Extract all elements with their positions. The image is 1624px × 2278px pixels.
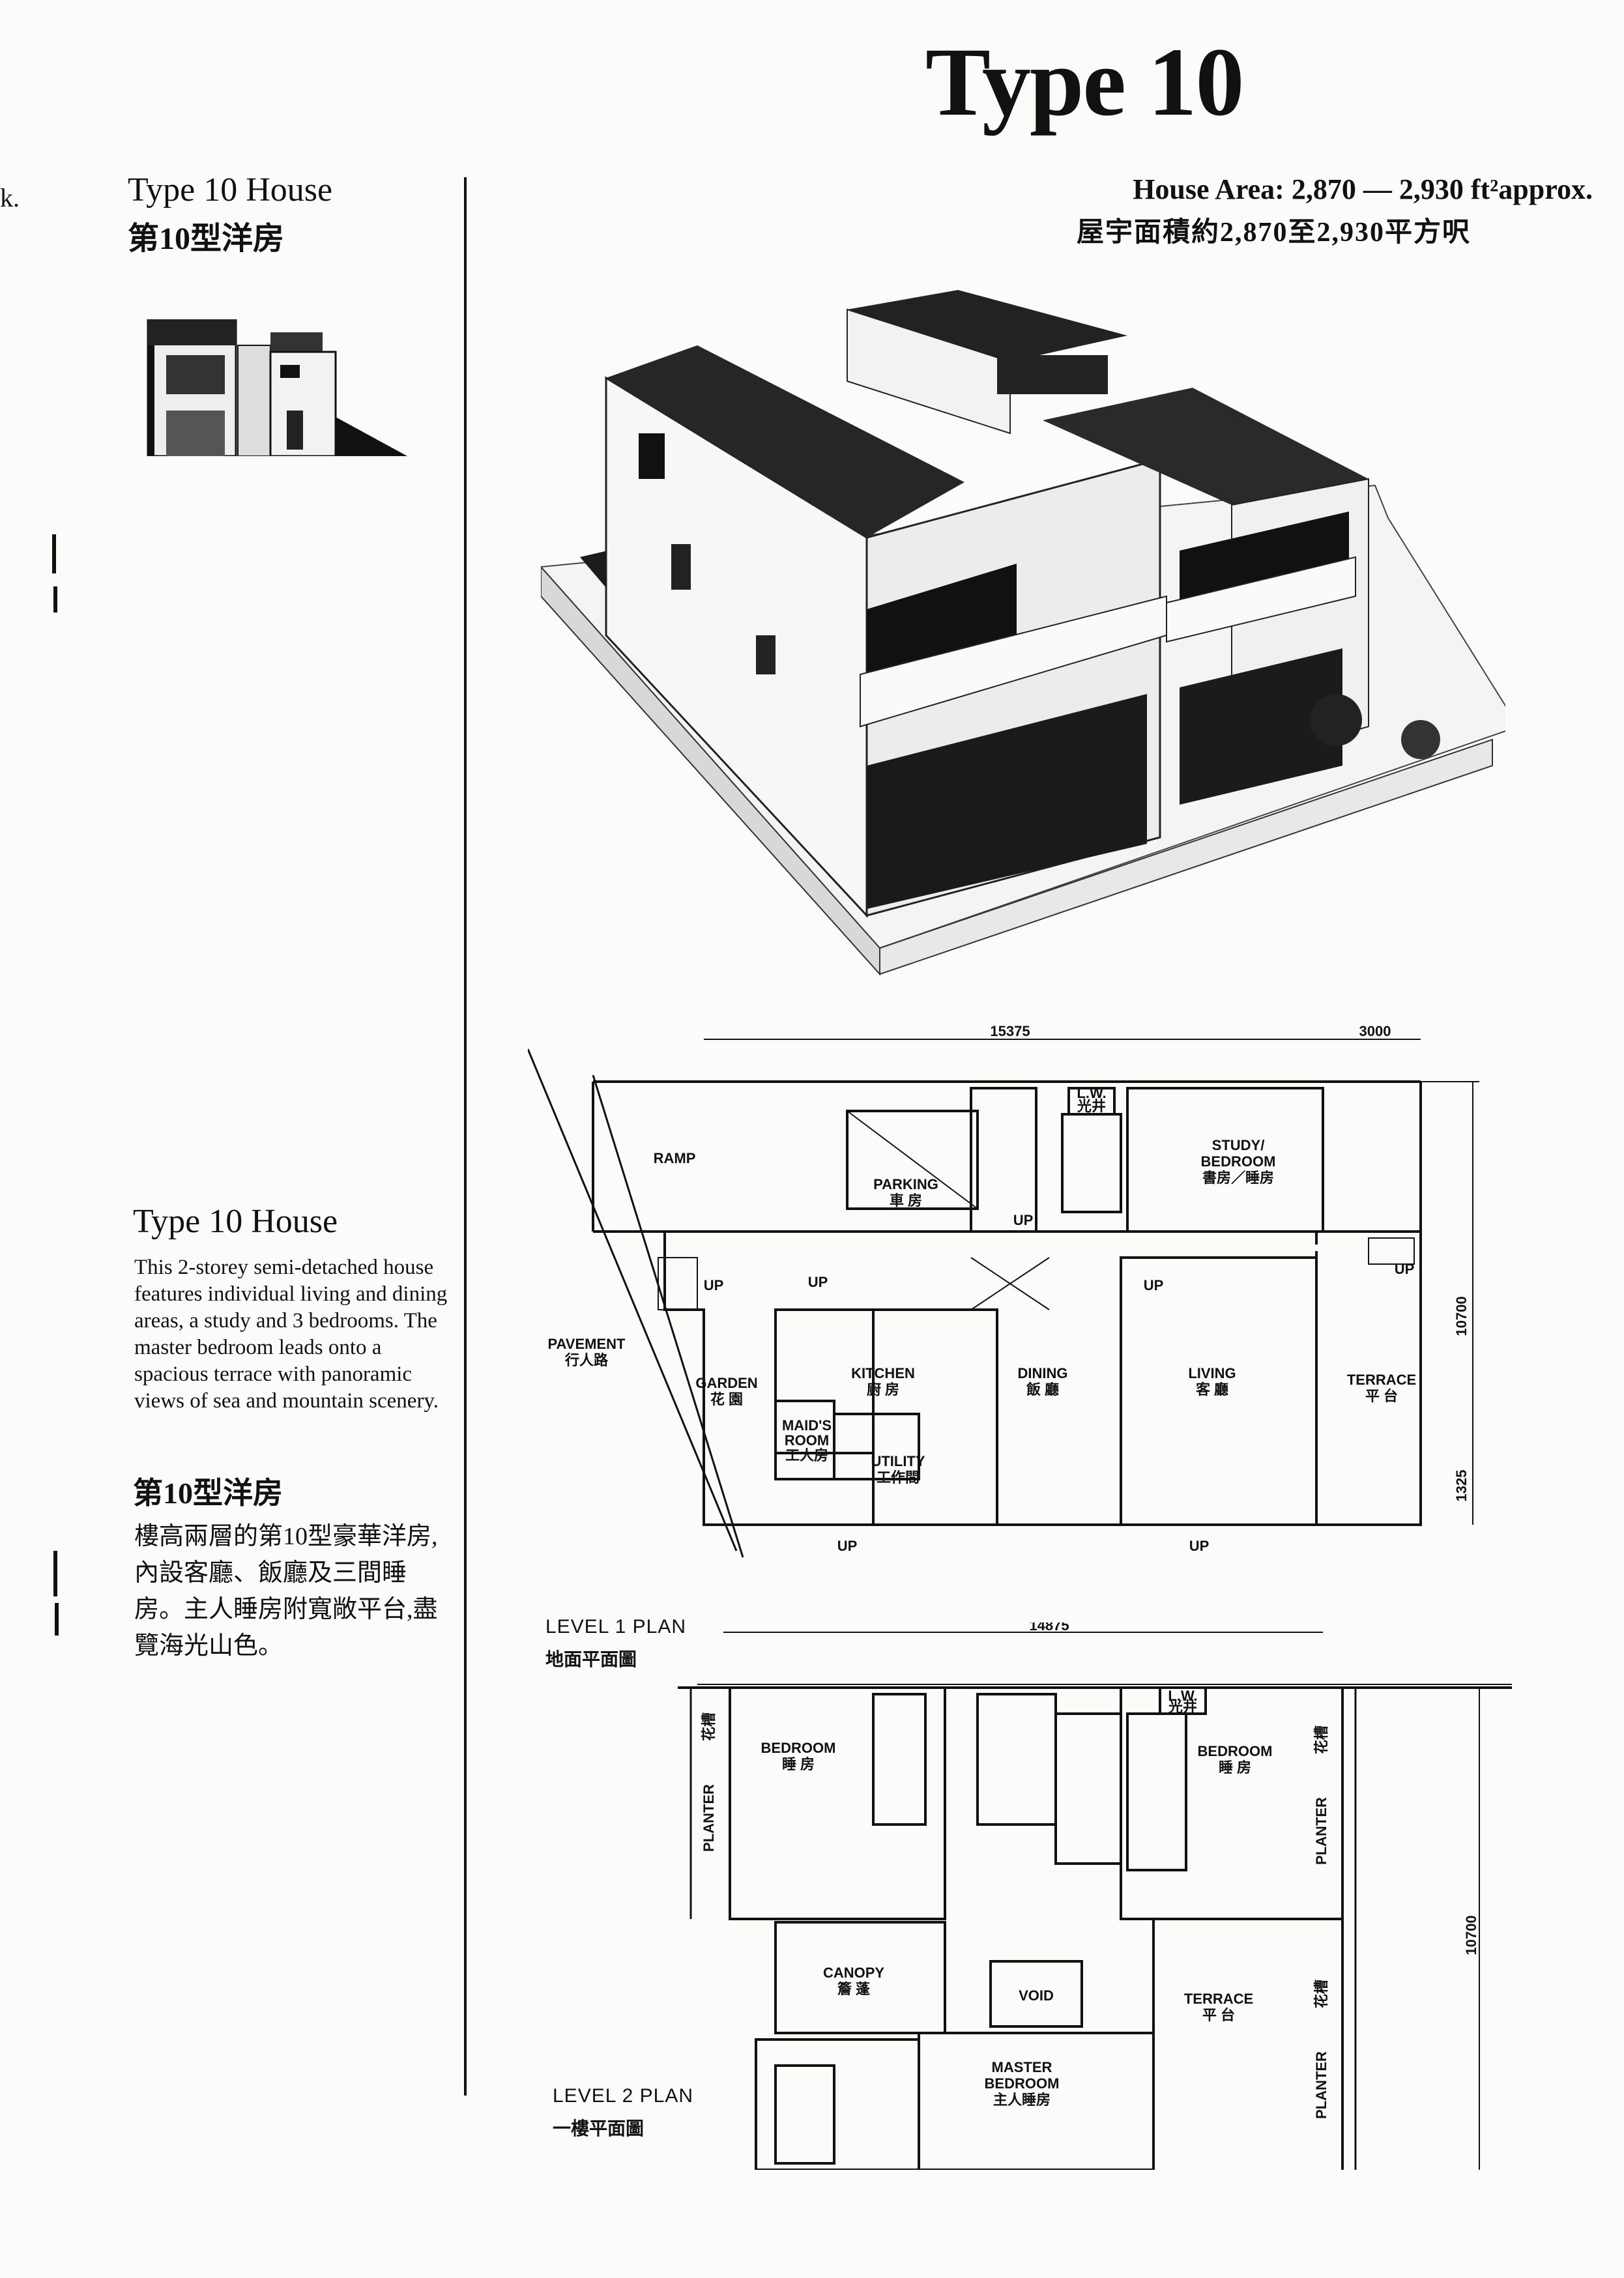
room-living: LIVING	[1188, 1365, 1236, 1381]
up-label: UP	[1013, 1212, 1034, 1228]
room-parking: PARKING	[873, 1176, 938, 1192]
dim-front: 1325	[1453, 1470, 1470, 1502]
level2-label-en: LEVEL 2 PLAN	[553, 2085, 694, 2107]
level1-label-en: LEVEL 1 PLAN	[545, 1616, 687, 1637]
l2-planter-terrace: PLANTER	[1313, 2051, 1329, 2119]
room-dining-zh: 飯 廳	[1026, 1381, 1059, 1398]
room-terrace-zh: 平 台	[1365, 1388, 1398, 1404]
room-maids-zh: 工人房	[785, 1447, 828, 1463]
room-study-2: BEDROOM	[1201, 1153, 1276, 1170]
l2-dim-width: 14875	[1029, 1622, 1069, 1634]
l2-terrace-zh: 平 台	[1202, 2007, 1235, 2023]
description-title-zh: 第10型洋房	[133, 1477, 283, 1510]
l2-planter-left: PLANTER	[701, 1784, 717, 1852]
room-ramp: RAMP	[654, 1150, 696, 1166]
up-label: UP	[1144, 1277, 1164, 1293]
l2-canopy-zh: 簷 蓬	[837, 1981, 871, 1997]
room-kitchen: KITCHEN	[851, 1365, 915, 1381]
room-maids: MAID'S	[782, 1417, 832, 1434]
l2-bedroom-left: BEDROOM	[761, 1740, 836, 1756]
room-utility: UTILITY	[871, 1453, 925, 1469]
l2-terrace: TERRACE	[1184, 1991, 1253, 2007]
up-label: UP	[808, 1274, 828, 1290]
margin-tick	[55, 1603, 59, 1636]
l2-master-2: BEDROOM	[985, 2075, 1060, 2092]
l2-planter-left-zh: 花槽	[701, 1712, 717, 1741]
room-maids-2: ROOM	[785, 1432, 829, 1449]
l2-planter-right-zh: 花槽	[1313, 1725, 1329, 1754]
room-terrace: TERRACE	[1347, 1372, 1416, 1388]
room-parking-zh: 車 房	[890, 1192, 922, 1209]
margin-mark: k.	[0, 183, 20, 212]
l2-void: VOID	[1019, 1987, 1054, 2004]
l2-planter-terrace-zh: 花槽	[1313, 1980, 1329, 2008]
room-pavement-zh: 行人路	[564, 1352, 609, 1368]
page-title: Type 10	[925, 28, 1244, 136]
room-dining: DINING	[1018, 1365, 1068, 1381]
l2-lw-zh: 光井	[1168, 1699, 1197, 1715]
room-garden-zh: 花 園	[710, 1391, 743, 1407]
l2-planter-right: PLANTER	[1313, 1797, 1329, 1865]
sidebar-title-en: Type 10 House	[128, 171, 333, 209]
level2-floor-plan: 14875 10700 BEDROOM 睡 房 BEDROOM 睡 房 L.W.…	[678, 1622, 1512, 2170]
house-model-illustration	[541, 290, 1505, 976]
dim-depth: 10700	[1453, 1296, 1470, 1336]
room-utility-zh: 工作間	[877, 1469, 920, 1486]
up-label: UP	[704, 1277, 724, 1293]
l2-bedroom-right-zh: 睡 房	[1219, 1759, 1251, 1776]
level1-floor-plan: 15375 3000 10700 1325 RAMP PARKING 車 房 L…	[528, 1023, 1479, 1558]
dim-width: 15375	[990, 1023, 1030, 1039]
room-study: STUDY/	[1212, 1137, 1265, 1153]
description-body-en: This 2-storey semi-detached house featur…	[134, 1256, 448, 1413]
room-living-zh: 客 廳	[1196, 1381, 1228, 1398]
room-kitchen-zh: 廚 房	[867, 1381, 899, 1398]
column-divider	[464, 177, 467, 2096]
house-area-en: House Area: 2,870 — 2,930 ft²approx.	[1133, 173, 1593, 205]
sidebar-title-zh: 第10型洋房	[128, 222, 285, 256]
l2-lw: L.W.	[1168, 1688, 1197, 1704]
description-body-zh: 樓高兩層的第10型豪華洋房,內設客廳、飯廳及三間睡房。主人睡房附寬敞平台,盡覽海…	[134, 1523, 438, 1660]
room-lw: L.W.	[1077, 1085, 1106, 1101]
margin-tick	[53, 586, 57, 613]
house-thumbnail	[147, 319, 407, 456]
up-label: UP	[1189, 1538, 1210, 1554]
level1-label-zh: 地面平面圖	[545, 1649, 637, 1670]
l2-master-zh: 主人睡房	[993, 2092, 1051, 2108]
up-label: UP	[1395, 1261, 1415, 1277]
l2-bedroom-left-zh: 睡 房	[782, 1756, 815, 1772]
l2-master: MASTER	[992, 2059, 1052, 2075]
up-label: UP	[837, 1538, 858, 1554]
room-lw-zh: 光井	[1077, 1098, 1106, 1114]
margin-tick	[53, 1551, 57, 1596]
room-pavement: PAVEMENT	[548, 1336, 626, 1352]
level2-label-zh: 一樓平面圖	[553, 2118, 645, 2139]
house-area-zh: 屋宇面積約2,870至2,930平方呎	[1077, 218, 1472, 248]
room-study-zh: 書房／睡房	[1202, 1170, 1274, 1186]
dim-terrace: 3000	[1359, 1023, 1391, 1039]
room-garden: GARDEN	[695, 1375, 757, 1391]
l2-dim-depth: 10700	[1463, 1915, 1479, 1955]
l2-canopy: CANOPY	[823, 1965, 884, 1981]
l2-bedroom-right: BEDROOM	[1198, 1743, 1273, 1759]
margin-tick	[52, 534, 56, 573]
description-title-en: Type 10 House	[133, 1203, 338, 1240]
